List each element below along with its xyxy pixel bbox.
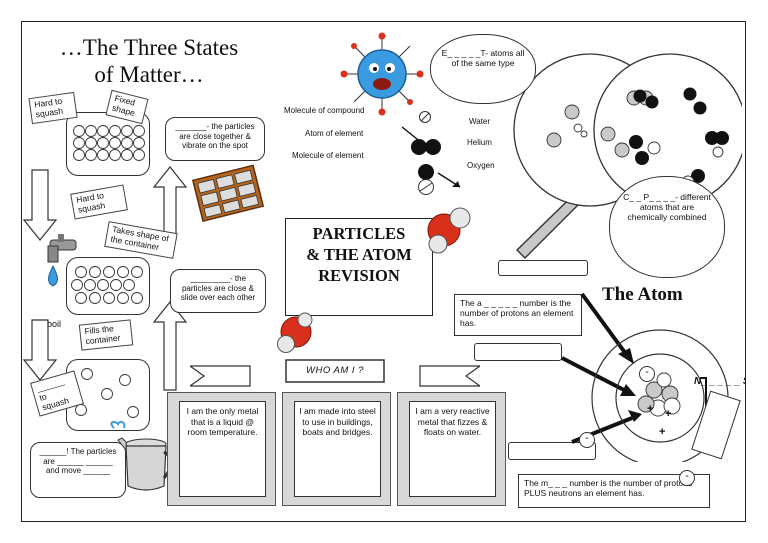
compound-cloud-text: C_ _ P_ _ _ _- different atoms that are … — [623, 192, 711, 222]
who-am-i-banner-shape — [190, 359, 480, 387]
proton-3-sign: + — [659, 426, 666, 438]
who-am-i-card-1: I am the only metal that is a liquid @ r… — [167, 392, 276, 506]
who-am-i-card-1-text: I am the only metal that is a liquid @ r… — [179, 401, 266, 497]
center-title-box: PARTICLES & THE ATOM REVISION — [285, 218, 433, 316]
proton-2: + — [665, 408, 671, 420]
gas-callout: ______! The particles are ______ ______ … — [30, 442, 126, 498]
label-atom-element: Atom of element — [305, 129, 364, 138]
element-cloud: E_ _ _ _ _T- atoms all of the same type — [430, 34, 536, 104]
compound-cloud: C_ _ P_ _ _ _- different atoms that are … — [609, 176, 725, 278]
nucleus-label: N_ _ _ _ _ S — [694, 376, 746, 387]
who-am-i-card-2-text: I am made into steel to use in buildings… — [294, 401, 381, 497]
water-molecule-top — [427, 207, 471, 254]
tap-icon — [47, 234, 77, 287]
arrow-liquid-to-gas — [22, 319, 58, 381]
proton-2-sign: + — [665, 408, 672, 420]
atom-blank-2 — [474, 343, 562, 361]
electron-top: - — [639, 366, 655, 382]
solid-callout: _______- the particles are close togethe… — [165, 117, 265, 161]
liquid-container — [66, 257, 150, 315]
kettle-icon — [110, 420, 173, 491]
label-oxygen: Oxygen — [467, 161, 495, 170]
title-line-1: …The Three States — [59, 35, 239, 60]
label-water: Water — [469, 117, 491, 126]
mascot-atom-icon — [340, 32, 424, 116]
atomic-number-note: The a _ _ _ _ _ number is the number of … — [454, 294, 582, 336]
electron-bottom: - — [679, 470, 695, 486]
label-molecule-element: Molecule of element — [292, 151, 364, 160]
atom-heading: The Atom — [602, 284, 683, 305]
liquid-callout: _________- the particles are close & sli… — [170, 269, 266, 313]
electron-top-sign: - — [645, 367, 649, 378]
arrow-gas-to-liquid — [152, 301, 188, 391]
who-am-i-card-3-text: I am a very reactive metal that fizzes &… — [409, 401, 496, 497]
element-compound-circles — [513, 53, 742, 207]
worksheet: …The Three States of Matter… Hard to squ… — [21, 21, 746, 522]
label-boil: boil — [47, 319, 62, 329]
mass-number-note: The m_ _ _ number is the number of proto… — [518, 474, 710, 508]
electron-left-sign: - — [585, 433, 589, 444]
element-cloud-text: E_ _ _ _ _T- atoms all of the same type — [441, 48, 525, 68]
proton-1: + — [647, 403, 653, 415]
who-am-i-card-3: I am a very reactive metal that fizzes &… — [397, 392, 506, 506]
tag-fills-container: Fills the container — [78, 319, 134, 351]
electron-bottom-sign: - — [685, 471, 689, 482]
label-molecule-compound: Molecule of compound — [284, 106, 365, 115]
proton-1-sign: + — [647, 403, 654, 415]
electron-left: - — [579, 432, 595, 448]
who-am-i-card-2: I am made into steel to use in buildings… — [282, 392, 391, 506]
center-title: PARTICLES & THE ATOM REVISION — [306, 224, 412, 285]
atom-blank-1 — [498, 260, 588, 276]
particle-tray-image — [191, 164, 265, 223]
solid-container — [66, 112, 150, 176]
arrow-solid-to-liquid — [22, 169, 58, 241]
worksheet-title: …The Three States of Matter… — [44, 34, 254, 88]
water-molecule-bottom — [277, 312, 313, 353]
atom-blank-3 — [508, 442, 596, 460]
gas-particles — [75, 368, 139, 418]
label-helium: Helium — [467, 138, 492, 147]
arrow-liquid-to-solid — [152, 166, 188, 241]
title-line-2: of Matter… — [94, 62, 204, 87]
liquid-particles — [71, 266, 143, 304]
solid-particles — [73, 125, 145, 161]
who-am-i-title: WHO AM I ? — [306, 365, 364, 376]
molecule-key-drawings — [401, 111, 461, 195]
proton-3: + — [659, 426, 665, 438]
